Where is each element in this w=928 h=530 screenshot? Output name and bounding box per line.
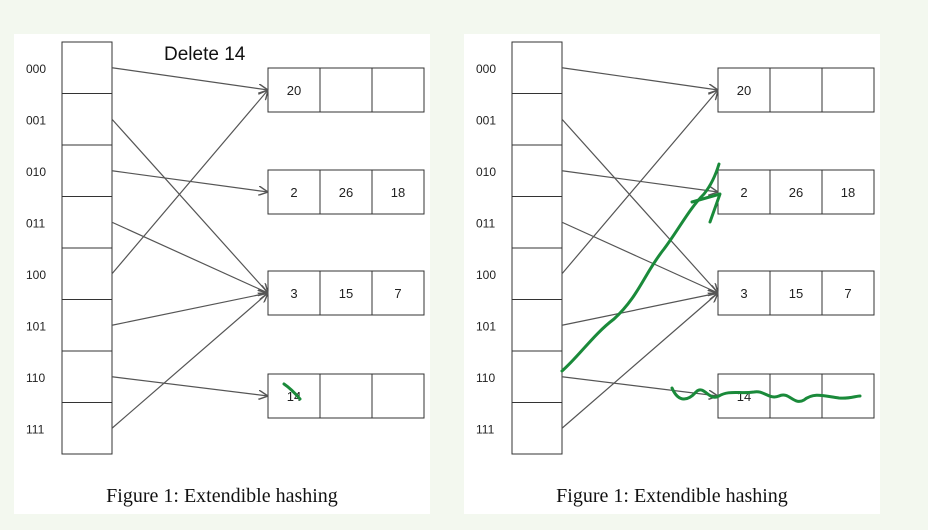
pointer-101 [561,293,718,326]
directory-cell-111 [511,402,563,455]
directory-cell-011 [511,196,563,249]
bucket-1-value-0: 2 [290,185,297,200]
redirect-arrowhead [690,192,722,224]
directory-label-010: 010 [26,165,46,179]
bucket-1-slot-0 [267,169,321,215]
directory-cell-101 [511,299,563,352]
directory-label-011: 011 [476,216,495,230]
bucket-2-slot-2 [371,270,425,316]
directory-label-100: 100 [476,268,496,282]
right-caption: Figure 1: Extendible hashing [556,485,788,507]
directory-cell-111 [61,402,113,455]
directory-cell-011 [61,196,113,249]
left-caption: Figure 1: Extendible hashing [106,485,338,507]
bucket-3-slot-0 [267,373,321,419]
left-diagram-panel: Delete 14 000 001 010 011 100 101 110 111 20 2 26 1… [14,34,430,514]
bucket-2-value-1: 15 [339,286,353,301]
bucket-1-value-2: 18 [841,185,855,200]
directory-cell-110 [511,350,563,403]
directory-cell-110 [61,350,113,403]
directory-label-010: 010 [476,165,496,179]
pointer-001 [561,118,718,293]
directory-cell-001 [61,93,113,146]
bucket-2-value-0: 3 [290,286,297,301]
directory-label-011: 011 [26,216,45,230]
bucket-2-slot-0 [267,270,321,316]
directory-label-101: 101 [26,319,46,333]
pointer-011 [111,221,268,293]
bucket-2-slot-2 [821,270,875,316]
pointer-111 [561,293,718,429]
bucket-3-slot-2 [371,373,425,419]
strike-bucket-stroke [670,386,862,403]
redirect-arrow-stroke [560,162,721,373]
directory-label-001: 001 [476,113,496,127]
directory-label-110: 110 [476,371,495,385]
directory-label-000: 000 [26,62,46,76]
pointer-100 [561,90,718,275]
bucket-2-slot-1 [769,270,823,316]
bucket-0-value-0: 20 [287,83,301,98]
directory-cell-000 [61,41,113,94]
pointer-111 [111,293,268,429]
directory-cell-101 [61,299,113,352]
pointer-110 [561,376,718,396]
pointer-000 [561,67,718,90]
bucket-2-slot-0 [717,270,771,316]
bucket-0-slot-2 [821,67,875,113]
bucket-2-value-2: 7 [844,286,851,301]
bucket-2-value-0: 3 [740,286,747,301]
bucket-1-value-0: 2 [740,185,747,200]
directory-label-101: 101 [476,319,496,333]
bucket-0-slot-2 [371,67,425,113]
directory-cell-001 [511,93,563,146]
directory-label-110: 110 [26,371,45,385]
pointer-000 [111,67,268,90]
bucket-1-slot-0 [717,169,771,215]
pointer-011 [561,221,718,293]
bucket-0-slot-1 [769,67,823,113]
bucket-2-value-1: 15 [789,286,803,301]
bucket-3-value-0: 14 [287,389,301,404]
directory-label-001: 001 [26,113,46,127]
directory-label-111: 111 [26,422,45,436]
bucket-0-value-0: 20 [737,83,751,98]
bucket-1-value-1: 26 [339,185,353,200]
left-hash-diagram: 000 001 010 011 100 101 110 111 20 2 26 18 3 15 7 14 [26,41,425,455]
directory-cell-100 [511,247,563,300]
directory-label-000: 000 [476,62,496,76]
pointer-110 [111,376,268,396]
bucket-1-value-2: 18 [391,185,405,200]
bucket-3-slot-1 [319,373,373,419]
strike-mark [282,382,302,401]
bucket-3-slot-0 [717,373,771,419]
bucket-1-slot-2 [371,169,425,215]
directory-label-111: 111 [476,422,495,436]
bucket-0-slot-1 [319,67,373,113]
directory-cell-010 [511,144,563,197]
bucket-2-slot-1 [319,270,373,316]
bucket-1-value-1: 26 [789,185,803,200]
directory-label-100: 100 [26,268,46,282]
delete-note: Delete 14 [164,44,246,65]
directory-cell-000 [511,41,563,94]
bucket-1-slot-2 [821,169,875,215]
directory-cell-100 [61,247,113,300]
directory-cell-010 [61,144,113,197]
pointer-001 [111,118,268,293]
bucket-2-value-2: 7 [394,286,401,301]
pointer-100 [111,90,268,275]
pointer-101 [111,293,268,326]
bucket-0-slot-0 [717,67,771,113]
